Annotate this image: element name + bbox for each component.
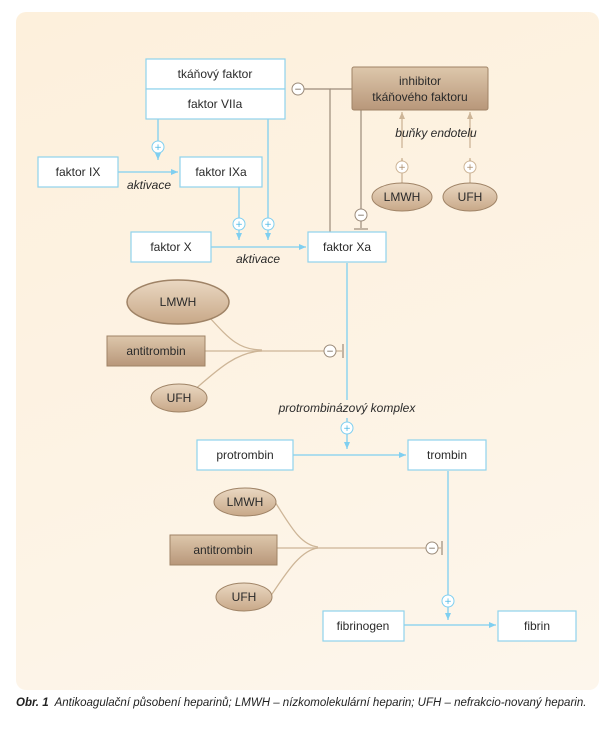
node-antithrombin-mid: antitrombin [106,335,206,367]
svg-text:−: − [428,544,436,554]
svg-text:faktor IX: faktor IX [56,165,101,179]
node-tissue-factor-inhibitor: inhibitor tkáňového faktoru [351,66,489,111]
figure-caption: Obr. 1 Antikoagulační působení heparinů;… [16,696,599,711]
node-lmwh-mid: LMWH [126,279,230,325]
svg-text:+: + [264,220,272,230]
svg-text:tkáňového faktoru: tkáňového faktoru [372,90,467,104]
svg-text:+: + [235,220,243,230]
node-fibrin: fibrin [497,610,577,642]
plus-icon: + [441,594,455,608]
svg-text:+: + [466,163,474,173]
plus-icon: + [340,421,354,435]
caption-label: Obr. 1 [16,697,49,709]
svg-text:UFH: UFH [458,190,483,204]
svg-text:+: + [154,143,162,153]
node-antithrombin-low: antitrombin [169,534,278,566]
svg-text:+: + [343,424,351,434]
label-prothrombinase-complex: protrombinázový komplex [278,401,417,415]
svg-text:faktor VIIa: faktor VIIa [188,97,243,111]
label-activation-2: aktivace [236,252,280,266]
plus-icon: + [463,160,477,174]
plus-icon: + [151,140,165,154]
node-factor-viia: faktor VIIa [145,88,286,120]
svg-text:−: − [326,347,334,357]
svg-text:faktor IXa: faktor IXa [195,165,247,179]
line-inhibit-vii-loop [298,88,331,232]
plus-icon: + [395,160,409,174]
node-prothrombin: protrombin [196,439,294,471]
node-factor-x: faktor X [130,231,212,263]
curve-ufh-mid [191,350,263,393]
label-endothelial-cells: buňky endotelu [395,126,477,140]
node-ufh-low: UFH [215,582,273,612]
svg-text:LMWH: LMWH [384,190,421,204]
svg-text:+: + [444,597,452,607]
svg-text:faktor Xa: faktor Xa [323,240,371,254]
svg-text:−: − [294,85,302,95]
label-activation-1: aktivace [127,178,171,192]
svg-text:UFH: UFH [167,391,192,405]
node-ufh-mid: UFH [150,383,208,413]
svg-text:faktor X: faktor X [150,240,191,254]
node-thrombin: trombin [407,439,487,471]
svg-text:UFH: UFH [232,590,257,604]
svg-text:antitrombin: antitrombin [193,543,252,557]
svg-text:trombin: trombin [427,448,467,462]
node-lmwh-top: LMWH [371,182,433,212]
node-ufh-top: UFH [442,182,498,212]
curve-ufh-low [269,547,319,598]
curve-lmwh-mid [209,317,263,351]
minus-icon: − [323,344,337,358]
node-lmwh-low: LMWH [213,487,277,517]
caption-text: Antikoagulační působení heparinů; LMWH –… [54,697,587,709]
minus-icon: − [354,208,368,222]
node-factor-xa: faktor Xa [307,231,387,263]
svg-text:LMWH: LMWH [160,295,197,309]
svg-text:fibrin: fibrin [524,619,550,633]
svg-text:tkáňový faktor: tkáňový faktor [178,67,253,81]
plus-icon: + [232,217,246,231]
curve-lmwh-low [274,501,319,548]
svg-text:protrombin: protrombin [216,448,273,462]
minus-icon: − [425,541,439,555]
node-fibrinogen: fibrinogen [322,610,405,642]
svg-text:inhibitor: inhibitor [399,74,441,88]
svg-text:antitrombin: antitrombin [126,344,185,358]
svg-text:+: + [398,163,406,173]
minus-icon: − [291,82,305,96]
svg-text:−: − [357,211,365,221]
node-tissue-factor: tkáňový faktor [145,58,286,90]
node-factor-ixa: faktor IXa [179,156,263,188]
node-factor-ix: faktor IX [37,156,119,188]
svg-text:LMWH: LMWH [227,495,264,509]
svg-text:fibrinogen: fibrinogen [337,619,390,633]
plus-icon: + [261,217,275,231]
